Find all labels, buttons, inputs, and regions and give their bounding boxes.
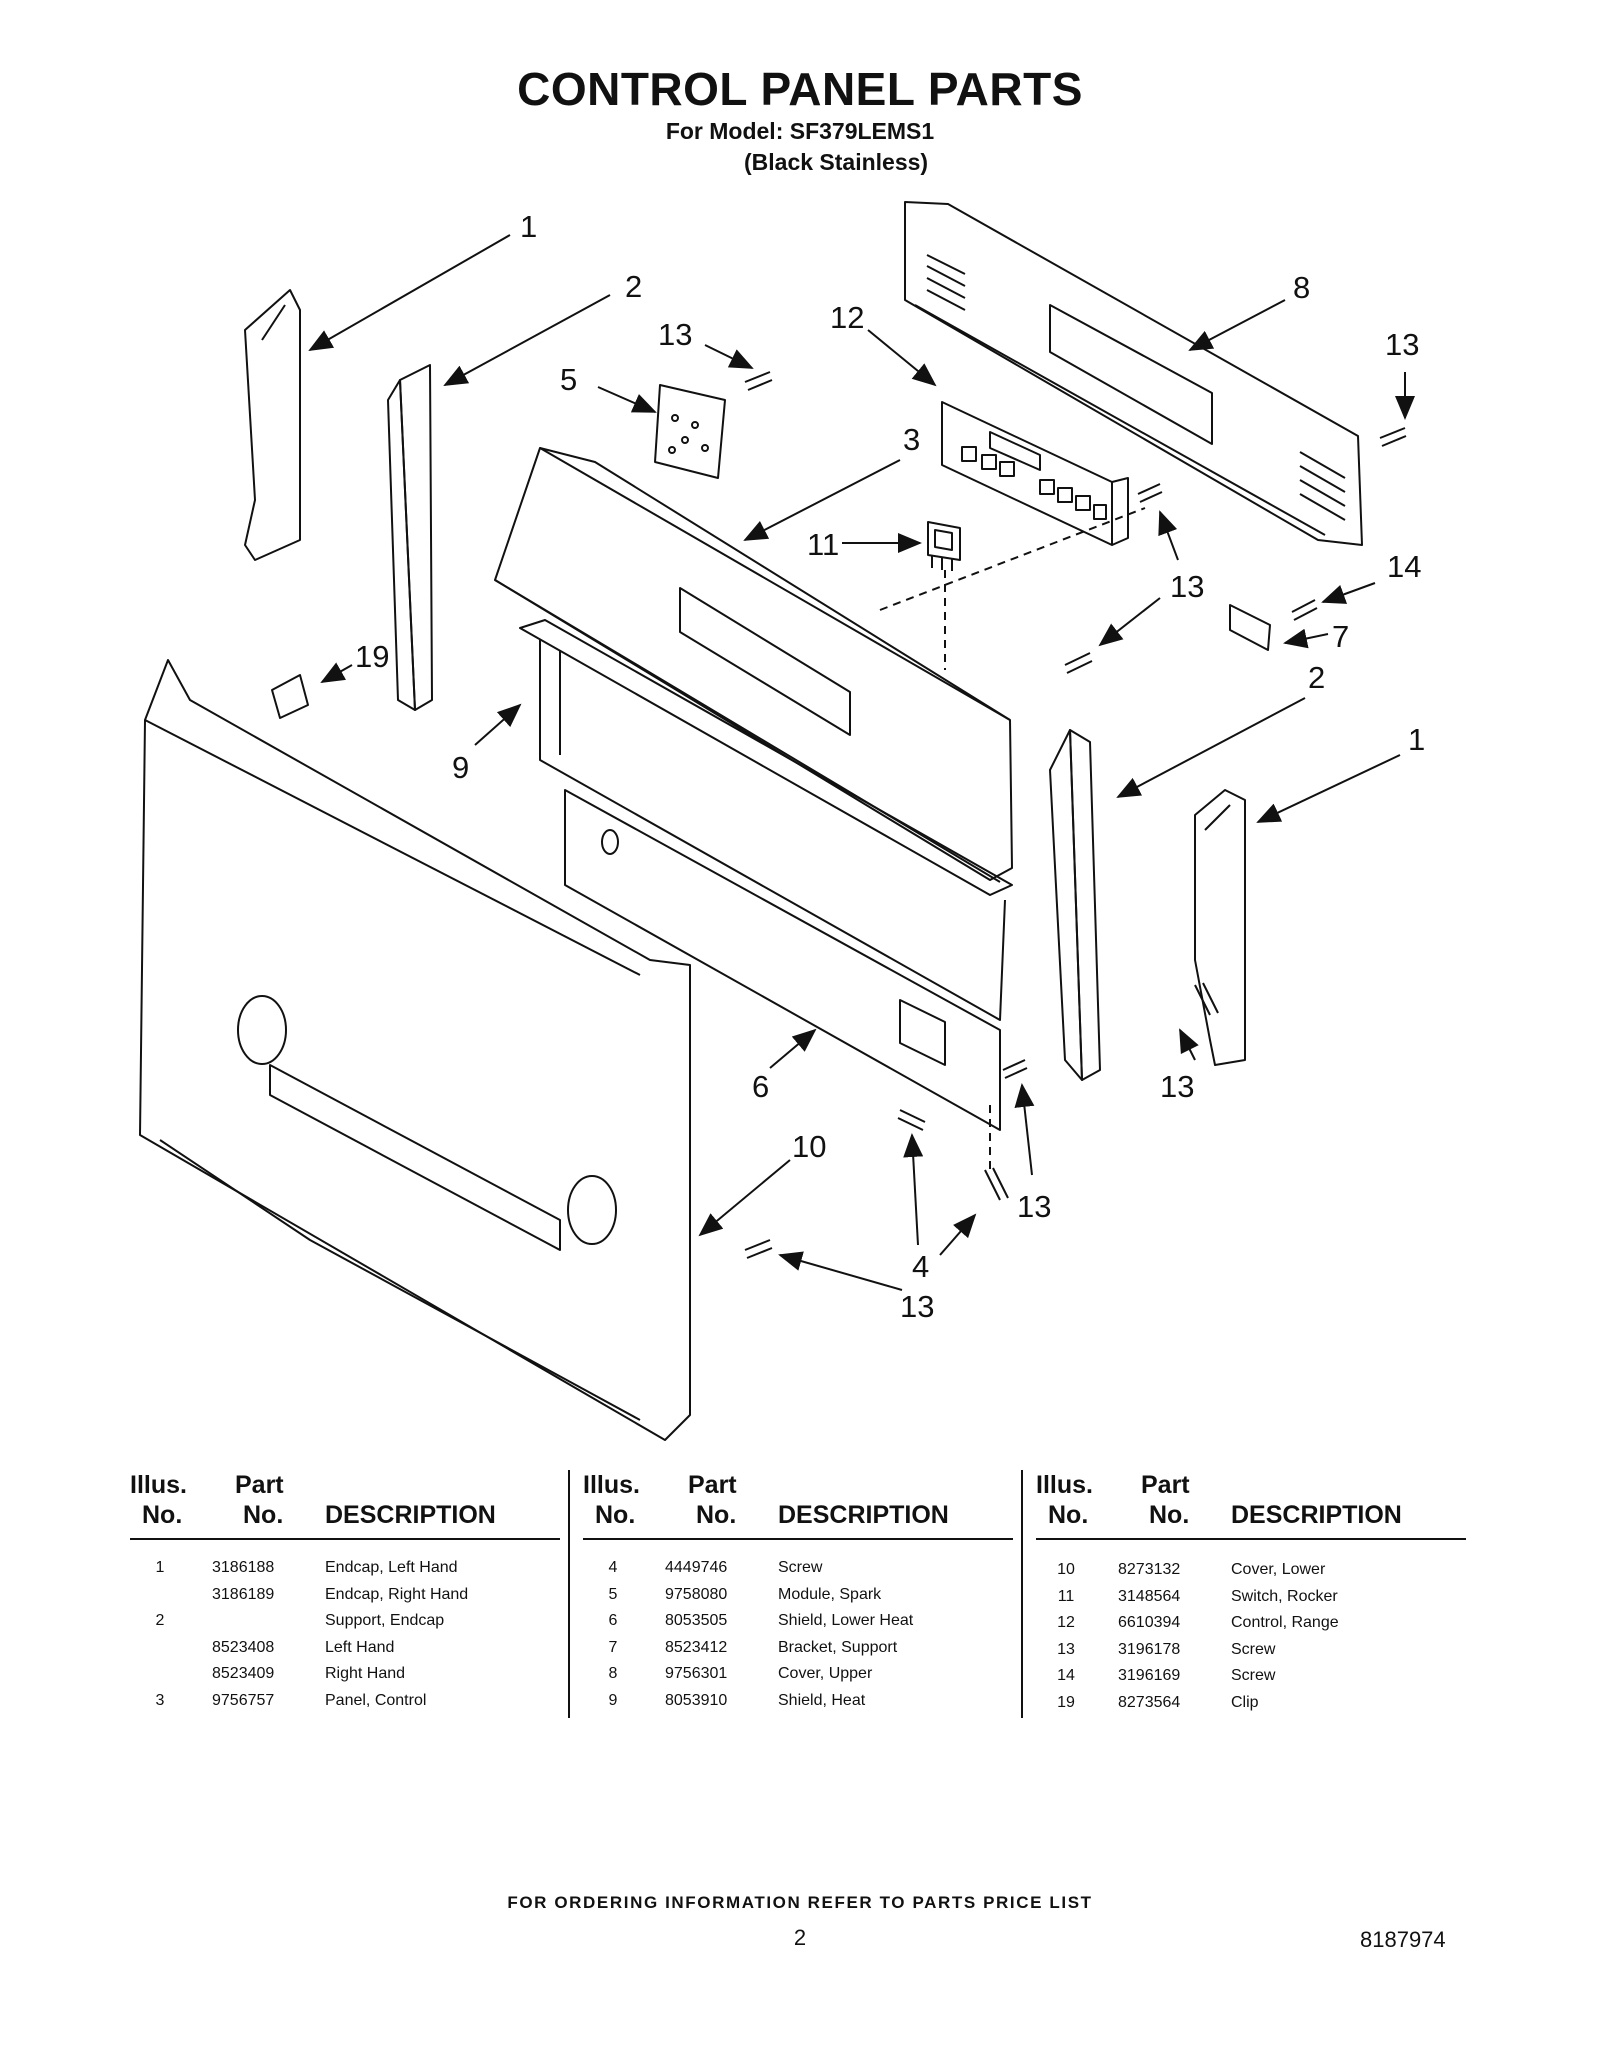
- heat-shield-part: [519, 619, 1013, 1021]
- rocker-switch-part: [927, 521, 961, 571]
- callout-c3: 3: [903, 422, 920, 457]
- callout-c10: 10: [792, 1129, 826, 1164]
- header-rule-1: [130, 1538, 560, 1540]
- header-description-1: DESCRIPTION: [325, 1501, 496, 1529]
- callout-c13e: 13: [1017, 1189, 1051, 1224]
- header-rule-3: [1036, 1538, 1466, 1540]
- assembly-lines: [879, 507, 1146, 1175]
- endcap-left-part: [244, 289, 301, 561]
- callout-c13c: 13: [1170, 569, 1204, 604]
- callout-c11: 11: [807, 527, 839, 562]
- bracket-support-part: [1229, 604, 1271, 651]
- column-separator-1: [568, 1470, 570, 1718]
- header-description-2: DESCRIPTION: [778, 1501, 949, 1529]
- lower-heat-shield-part: [564, 789, 1001, 1131]
- header-rule-2: [583, 1538, 1013, 1540]
- callout-c6: 6: [752, 1069, 769, 1104]
- callout-c13a: 13: [658, 317, 692, 352]
- upper-cover-part: [904, 201, 1363, 546]
- page-title: CONTROL PANEL PARTS: [517, 63, 1083, 115]
- leader-arrows: [308, 234, 1415, 1291]
- callout-c2b: 2: [1308, 660, 1325, 695]
- exploded-parts-diagram: 1 2 13 12 8 13 5 3 11 13 14 7 19 2 9 1 6…: [139, 201, 1425, 1441]
- callout-c14: 14: [1387, 549, 1421, 584]
- callout-c13f: 13: [900, 1289, 934, 1324]
- callout-c7: 7: [1332, 619, 1349, 654]
- header-illus-1: Illus.No.: [130, 1471, 187, 1529]
- clip-part: [271, 674, 309, 719]
- callout-c1a: 1: [520, 209, 537, 244]
- lower-cover-part: [139, 659, 691, 1441]
- control-panel-part: [494, 447, 1013, 883]
- header-illus-3: Illus.No.: [1036, 1471, 1093, 1529]
- model-line: For Model: SF379LEMS1: [665, 118, 935, 144]
- range-control-part: [941, 401, 1129, 546]
- callout-c19: 19: [355, 639, 389, 674]
- callout-c12: 12: [830, 300, 864, 335]
- spark-module-part: [654, 384, 726, 479]
- header-illus-2: Illus.No.: [583, 1471, 640, 1529]
- page-number: 2: [793, 1925, 807, 1950]
- screws: [744, 371, 1407, 1259]
- callout-c2a: 2: [625, 269, 642, 304]
- color-line: (Black Stainless): [744, 149, 929, 175]
- callout-c4: 4: [912, 1249, 929, 1284]
- ordering-footer: FOR ORDERING INFORMATION REFER TO PARTS …: [507, 1893, 1093, 1912]
- endcap-support-left-part: [387, 364, 433, 711]
- callout-c9: 9: [452, 750, 469, 785]
- callout-c13d: 13: [1160, 1069, 1194, 1104]
- endcap-right-part: [1194, 789, 1246, 1066]
- callout-c8: 8: [1293, 270, 1310, 305]
- callout-c1b: 1: [1408, 722, 1425, 757]
- endcap-support-right-part: [1049, 729, 1101, 1081]
- callout-c13b: 13: [1385, 327, 1419, 362]
- callout-c5: 5: [560, 362, 577, 397]
- column-separator-2: [1021, 1470, 1023, 1718]
- header-description-3: DESCRIPTION: [1231, 1501, 1402, 1529]
- document-number: 8187974: [1360, 1927, 1446, 1952]
